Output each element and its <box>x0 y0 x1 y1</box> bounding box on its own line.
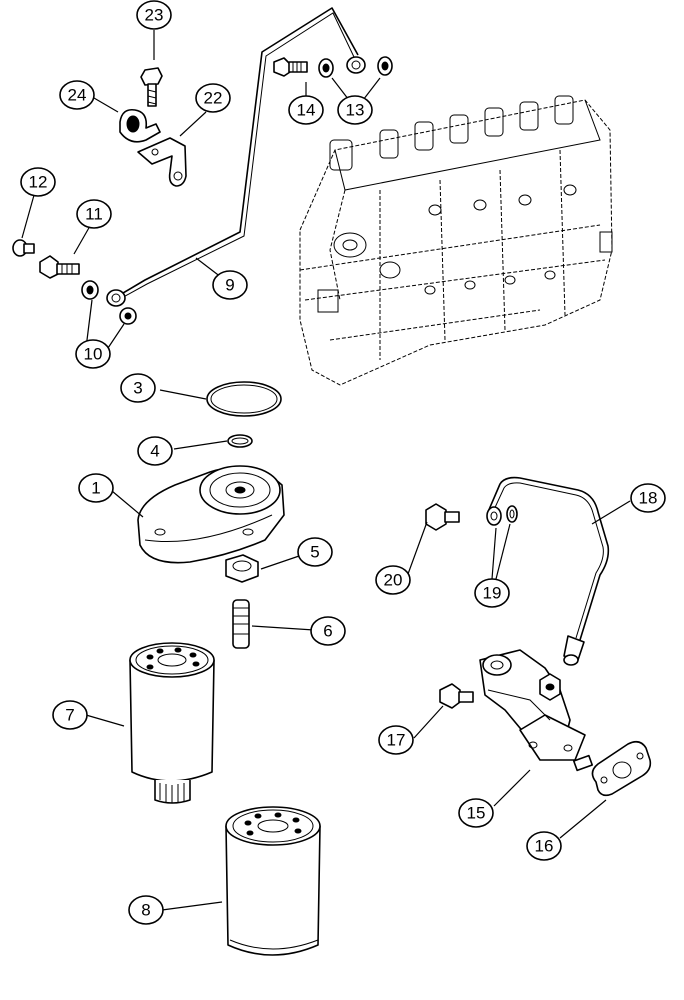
svg-text:6: 6 <box>323 622 332 641</box>
callout-16: 16 <box>526 831 562 861</box>
svg-text:11: 11 <box>85 205 103 224</box>
svg-text:3: 3 <box>133 379 142 398</box>
washers-13 <box>318 56 393 78</box>
svg-text:24: 24 <box>68 86 87 105</box>
filter-7 <box>129 642 215 804</box>
fuel-line-18 <box>487 476 610 666</box>
fitting-20 <box>425 503 460 531</box>
svg-text:18: 18 <box>639 489 658 508</box>
svg-text:8: 8 <box>141 901 150 920</box>
callout-9: 9 <box>212 270 248 300</box>
callout-18: 18 <box>630 483 666 513</box>
washers-10 <box>81 280 137 325</box>
o-ring-4 <box>227 434 253 448</box>
callout-11: 11 <box>76 199 112 229</box>
clamp-24 <box>119 108 161 143</box>
callout-22: 22 <box>195 83 231 113</box>
svg-text:7: 7 <box>65 706 74 725</box>
nut-5 <box>225 554 259 583</box>
svg-text:1: 1 <box>91 479 100 498</box>
adapter-6 <box>232 599 250 649</box>
callout-15: 15 <box>458 798 494 828</box>
svg-text:13: 13 <box>346 101 365 120</box>
callout-1: 1 <box>78 473 114 503</box>
callout-5: 5 <box>297 537 333 567</box>
callout-7: 7 <box>52 700 88 730</box>
svg-text:9: 9 <box>225 276 234 295</box>
callout-24: 24 <box>59 80 95 110</box>
filter-head-1 <box>137 465 285 564</box>
callout-13: 13 <box>337 95 373 125</box>
bracket-22 <box>137 137 187 187</box>
o-ring-3 <box>206 381 282 417</box>
callout-6: 6 <box>310 616 346 646</box>
svg-text:22: 22 <box>204 89 223 108</box>
injection-pump-drawing <box>299 95 613 386</box>
banjo-bolt-11 <box>39 255 80 279</box>
callout-20: 20 <box>375 565 411 595</box>
callout-3: 3 <box>120 373 156 403</box>
svg-text:5: 5 <box>310 543 319 562</box>
washers-19 <box>486 505 518 526</box>
bleed-screw-12 <box>12 239 35 257</box>
svg-text:15: 15 <box>467 804 486 823</box>
fuel-line-9 <box>106 7 366 307</box>
svg-text:12: 12 <box>29 173 48 192</box>
callout-23: 23 <box>136 0 172 30</box>
bolt-23 <box>140 67 163 107</box>
svg-text:4: 4 <box>150 442 159 461</box>
callout-10: 10 <box>75 339 111 369</box>
callout-17: 17 <box>378 725 414 755</box>
callout-14: 14 <box>288 95 324 125</box>
svg-text:19: 19 <box>483 584 502 603</box>
callout-8: 8 <box>128 895 164 925</box>
callout-4: 4 <box>137 436 173 466</box>
svg-text:14: 14 <box>297 101 316 120</box>
svg-text:20: 20 <box>384 571 403 590</box>
transfer-pump-15 <box>479 649 594 772</box>
callout-19: 19 <box>474 578 510 608</box>
svg-text:10: 10 <box>84 345 103 364</box>
gasket-16 <box>591 740 652 797</box>
svg-text:23: 23 <box>145 6 164 25</box>
filter-8 <box>225 806 321 956</box>
svg-text:17: 17 <box>387 731 406 750</box>
leader-lines <box>21 30 631 911</box>
callout-12: 12 <box>20 167 56 197</box>
svg-text:16: 16 <box>535 837 554 856</box>
banjo-bolt-14 <box>273 57 308 77</box>
bolt-17 <box>439 683 474 709</box>
